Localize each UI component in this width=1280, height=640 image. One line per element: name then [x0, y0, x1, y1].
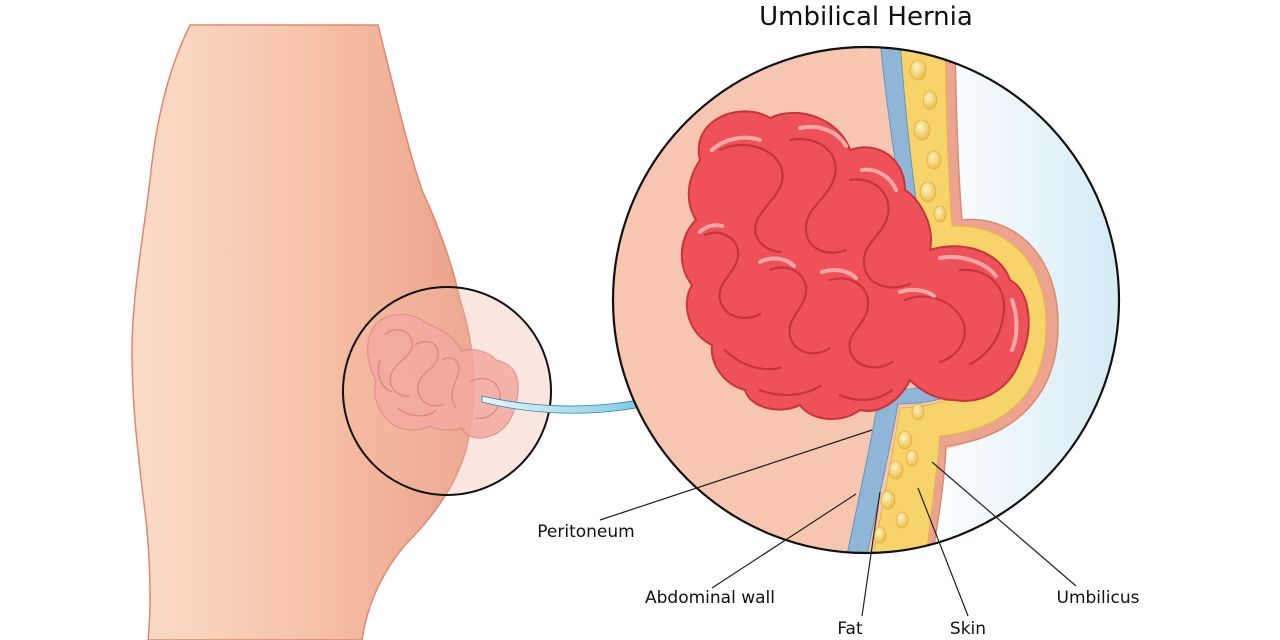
leader-umbilicus: [931, 461, 1077, 587]
label-umbilicus: Umbilicus: [1057, 588, 1140, 608]
leader-lines: [599, 429, 1077, 617]
small-magnifier: [342, 286, 552, 496]
large-magnifier: [611, 45, 1121, 555]
small-intestine-sketch: [367, 313, 519, 439]
leader-skin: [917, 487, 969, 617]
leader-abdominal-wall: [711, 493, 857, 589]
leader-fat: [861, 491, 881, 617]
herniated-intestines: [680, 110, 1030, 421]
diagram-title: Umbilical Hernia: [759, 2, 973, 32]
torso-silhouette: [131, 24, 475, 640]
leader-peritoneum: [599, 429, 873, 521]
labels: Peritoneum Abdominal wall Fat Skin Umbil…: [537, 522, 1139, 639]
label-abdominal-wall: Abdominal wall: [645, 588, 775, 608]
label-skin: Skin: [950, 619, 986, 639]
label-fat: Fat: [837, 619, 863, 639]
label-peritoneum: Peritoneum: [537, 522, 634, 542]
fat-globules: [873, 59, 947, 544]
